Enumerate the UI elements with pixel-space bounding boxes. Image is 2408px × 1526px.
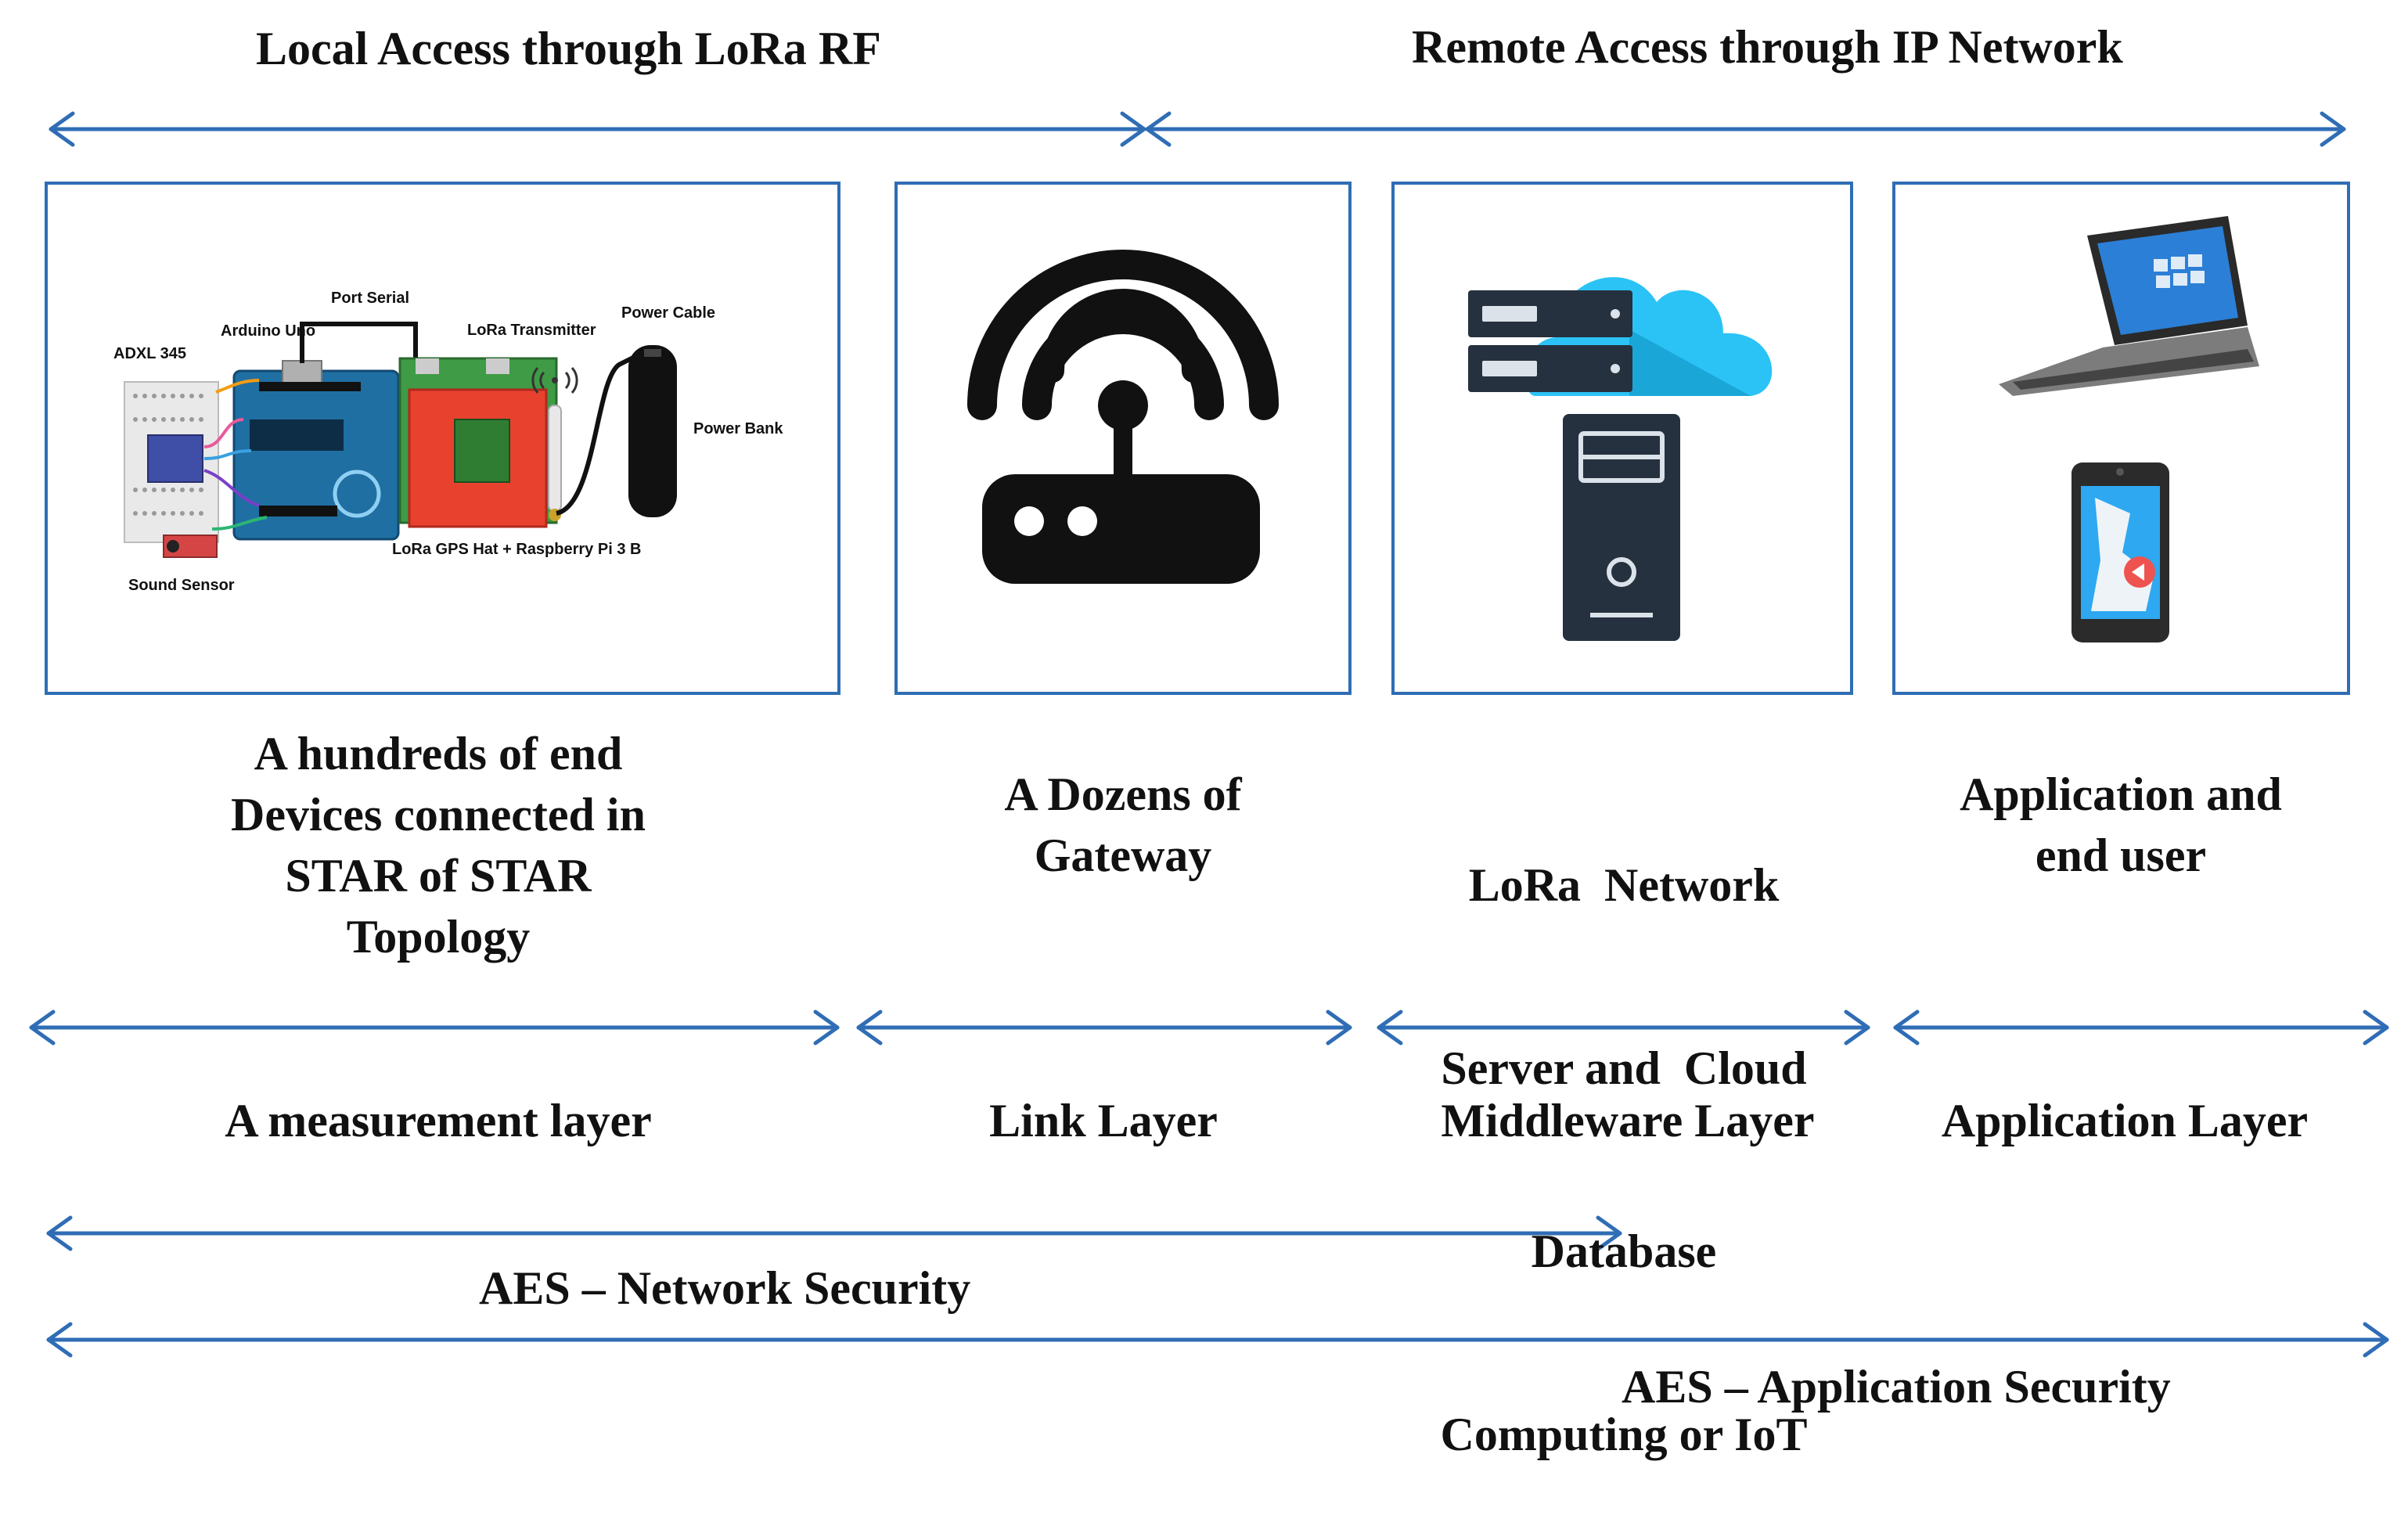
gateway-line-1: A Dozens of [1004,768,1242,820]
smartphone-map-icon [2071,462,2169,642]
network-security-arrow [46,1215,1622,1251]
lora-gps-label: LoRa GPS Hat + Raspberry Pi 3 B [392,541,641,558]
application-layer-label: Application Layer [1941,1095,2309,1146]
wireless-router-icon [967,250,1279,584]
end-devices-line-2: Devices connected in [231,789,646,840]
server-cloud-box [1391,182,1853,695]
power-bank-label: Power Bank [693,420,783,437]
gateway-description: A Dozens of Gateway [888,764,1358,886]
arrows-layer [29,111,2389,1358]
remote-access-arrow [1145,111,2346,147]
application-security-label: AES – Application Security [1622,1361,2171,1413]
remote-access-header: Remote Access through IP Network [1412,21,2123,73]
arduino-label: Arduino Uno [221,322,315,340]
end-devices-line-4: Topology [346,911,531,963]
application-layer-arrow [1893,1010,2389,1046]
measurement-layer-label: A measurement layer [225,1095,652,1146]
network-security-label: AES – Network Security [479,1262,971,1314]
cloud-server-icon [1468,277,1773,641]
middleware-layer-label: Middleware Layer [1441,1095,1815,1146]
application-box [1892,182,2350,695]
application-line-1: Application and [1960,768,2282,820]
lora-transmitter-label: LoRa Transmitter [467,322,596,339]
application-icons [1999,216,2259,642]
laptop-icon [1999,216,2259,396]
gateway-box [894,182,1352,695]
application-description: Application and end user [1886,764,2356,886]
sound-sensor-label: Sound Sensor [128,577,235,594]
link-layer-arrow [856,1010,1352,1046]
link-layer-label: Link Layer [989,1095,1218,1146]
port-serial-label: Port Serial [331,290,409,307]
power-cable-label: Power Cable [621,304,715,322]
application-line-2: end user [2035,830,2207,881]
end-devices-line-1: A hundreds of end [254,728,623,779]
end-devices-line-3: STAR of STAR [285,850,592,902]
server-line-3: Database [1531,1225,1717,1277]
middleware-layer-arrow [1377,1010,1870,1046]
end-devices-box: ADXL 345 Arduino Uno Port Serial LoRa Tr… [45,182,840,695]
server-line-2: Server and Cloud [1441,1042,1807,1094]
gateway-line-2: Gateway [1034,830,1212,881]
local-access-header: Local Access through LoRa RF [256,23,881,74]
application-security-arrow [46,1322,2389,1358]
server-line-1: LoRa Network [1468,859,1780,911]
end-devices-description: A hundreds of end Devices connected in S… [125,723,751,967]
local-access-arrow [49,111,1146,147]
hardware-circuit-icon: ADXL 345 Arduino Uno Port Serial LoRa Tr… [113,290,783,594]
adxl-label: ADXL 345 [113,345,186,362]
measurement-layer-arrow [29,1010,840,1046]
